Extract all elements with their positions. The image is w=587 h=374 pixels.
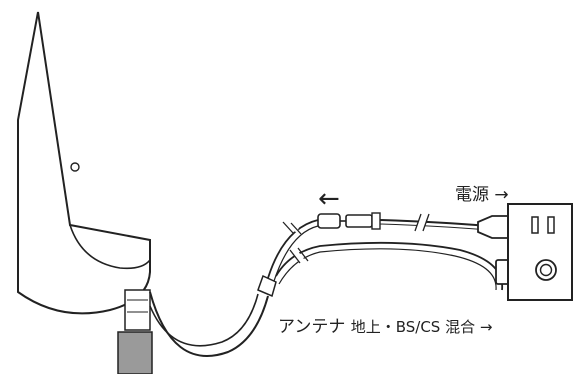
arm-inner-edge	[69, 224, 151, 270]
power-socket-slot-right	[547, 216, 555, 234]
cable-loop	[149, 291, 269, 357]
arm-screw-hole	[70, 162, 80, 172]
antenna-cable	[275, 241, 521, 291]
power-socket-slot-left	[531, 216, 539, 234]
antenna-label-sub: 地上・BS/CS 混合 →	[350, 318, 493, 336]
wall-outlet	[507, 203, 573, 301]
arm-base	[117, 289, 153, 374]
monitor-arm	[17, 11, 151, 315]
base-post	[117, 331, 153, 374]
inline-connectors	[317, 212, 381, 230]
cable-sleeve	[257, 274, 277, 298]
power-label: 電源 →	[455, 185, 509, 205]
outlet-plate	[507, 203, 573, 301]
antenna-label: アンテナ 地上・BS/CS 混合 →	[278, 312, 492, 337]
arm-body	[17, 11, 151, 315]
base-collar	[124, 289, 151, 331]
antenna-label-main: アンテナ	[278, 317, 346, 337]
direction-arrow: ←	[318, 184, 340, 214]
power-cord	[379, 212, 524, 239]
power-cable	[267, 219, 319, 282]
